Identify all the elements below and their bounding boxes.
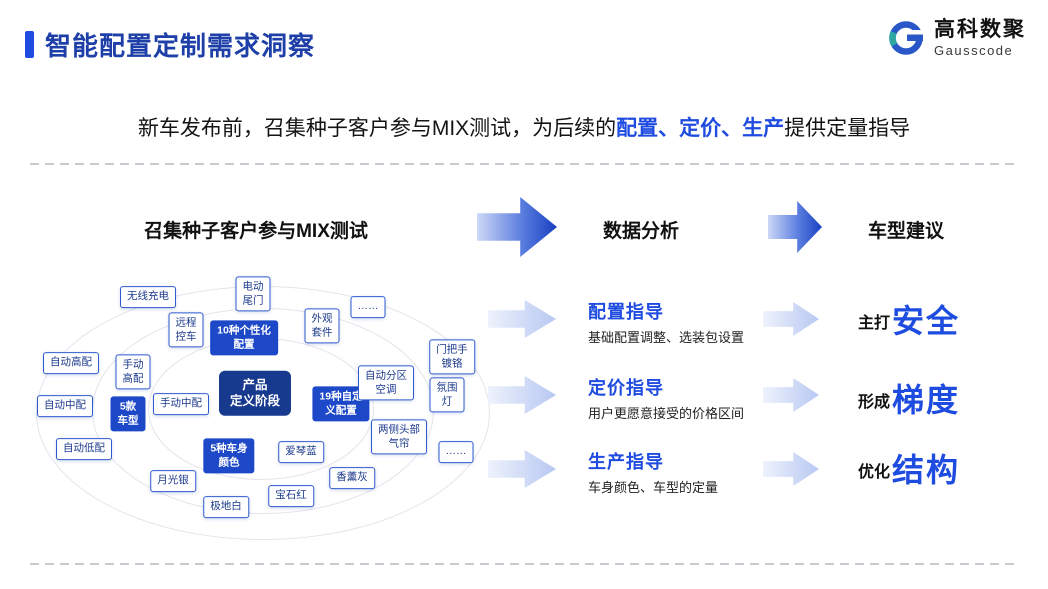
- bottom-divider: [30, 563, 1018, 565]
- diagram-node: 门把手 镀铬: [429, 339, 475, 375]
- subtitle: 新车发布前，召集种子客户参与MIX测试，为后续的配置、定价、生产提供定量指导: [0, 112, 1048, 142]
- suggestion-prefix: 形成: [857, 394, 890, 411]
- diagram-center-node: 产品 定义阶段: [218, 370, 292, 416]
- diagram-node: 19种自定 义配置: [312, 386, 370, 422]
- logo-name: 高科数聚: [934, 18, 1026, 42]
- diagram-node: 自动高配: [43, 352, 99, 374]
- diagram-node: 两侧头部 气帘: [371, 419, 427, 455]
- suggestion-keyword: 安全: [892, 303, 961, 339]
- diagram-node: 外观 套件: [304, 308, 340, 344]
- top-divider: [30, 163, 1018, 165]
- analysis-title: 生产指导: [588, 452, 664, 472]
- subtitle-highlight: 配置、定价、生产: [616, 117, 785, 140]
- diagram-node: 无线充电: [120, 286, 176, 308]
- diagram-node: 宝石红: [268, 485, 314, 507]
- page-title: 智能配置定制需求洞察: [45, 31, 316, 61]
- diagram-node: 自动中配: [37, 395, 93, 417]
- analysis-desc: 用户更愿意接受的价格区间: [588, 406, 745, 421]
- suggestion-keyword: 梯度: [892, 382, 961, 418]
- diagram-node: 10种个性化 配置: [210, 320, 278, 356]
- diagram-node: 自动低配: [56, 438, 112, 460]
- diagram-node: 自动分区 空调: [358, 365, 414, 401]
- diagram-node: 极地白: [203, 496, 249, 518]
- analysis-desc: 基础配置调整、选装包设置: [588, 330, 745, 345]
- section-title-data-analysis: 数据分析: [602, 221, 679, 242]
- suggestion-prefix: 优化: [857, 464, 890, 481]
- diagram-node: 爱琴蓝: [278, 441, 324, 463]
- suggestion-keyword: 结构: [892, 452, 961, 488]
- diagram-node: 5种车身 颜色: [203, 438, 255, 474]
- diagram-node: 手动 高配: [115, 354, 151, 390]
- subtitle-pre: 新车发布前，召集种子客户参与MIX测试，为后续的: [137, 117, 617, 140]
- suggestion-row: 形成 梯度: [820, 375, 998, 421]
- diagram-node: 电动 尾门: [235, 276, 271, 312]
- diagram-node: ……: [350, 296, 386, 318]
- analysis-title: 定价指导: [588, 378, 664, 398]
- logo-text: 高科数聚 Gausscode: [934, 18, 1026, 57]
- diagram-node: 远程 控车: [168, 312, 204, 348]
- section-title-mix-test: 召集种子客户参与MIX测试: [144, 221, 368, 242]
- diagram-node: ……: [438, 441, 474, 463]
- suggestion-row: 主打 安全: [820, 296, 998, 342]
- gausscode-logo-icon: [889, 21, 926, 55]
- analysis-title: 配置指导: [588, 302, 664, 322]
- page-title-bar: 智能配置定制需求洞察: [25, 26, 315, 63]
- diagram-node: 手动中配: [153, 393, 209, 415]
- section-title-model-suggestion: 车型建议: [867, 221, 944, 242]
- logo: 高科数聚 Gausscode: [886, 18, 1026, 58]
- subtitle-post: 提供定量指导: [784, 117, 911, 140]
- title-marker: [25, 31, 34, 58]
- logo-subname: Gausscode: [934, 42, 1014, 58]
- analysis-desc: 车身颜色、车型的定量: [588, 480, 719, 495]
- diagram-node: 5款 车型: [110, 396, 146, 432]
- diagram-node: 月光银: [150, 470, 196, 492]
- diagram-node: 氛围 灯: [429, 377, 465, 413]
- diagram-node: 香薰灰: [329, 467, 375, 489]
- suggestion-row: 优化 结构: [820, 445, 998, 491]
- suggestion-prefix: 主打: [857, 315, 890, 332]
